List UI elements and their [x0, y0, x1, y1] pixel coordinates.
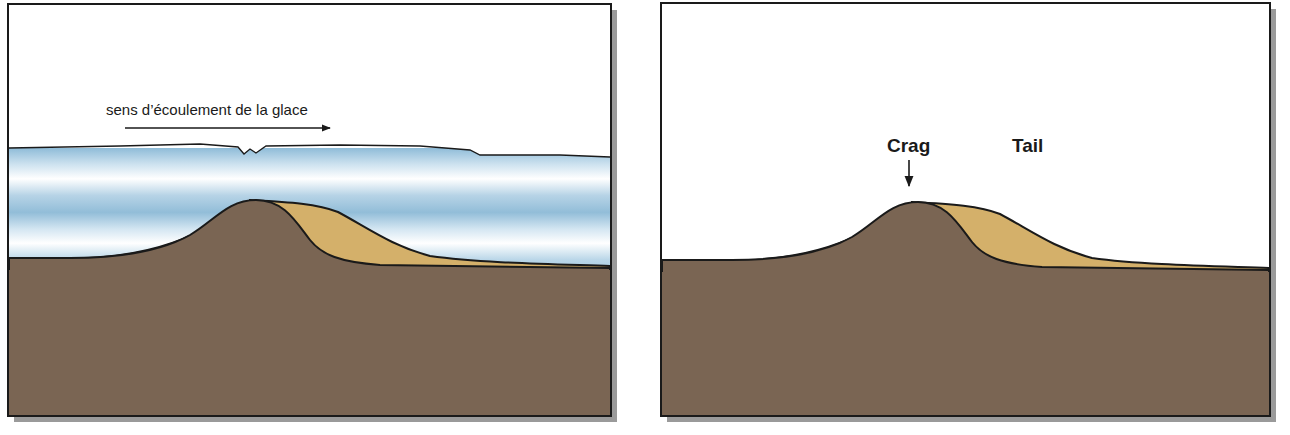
bedrock-and-till — [9, 200, 610, 415]
panel-frame — [8, 4, 611, 416]
tail-label: Tail — [1012, 135, 1043, 157]
panel-frame — [661, 3, 1270, 416]
crag-pointer — [908, 160, 910, 186]
flow-direction-label: sens d’écoulement de la glace — [106, 101, 308, 118]
bedrock-and-till — [662, 202, 1269, 415]
crag-label: Crag — [887, 135, 930, 157]
flow-arrow — [125, 127, 330, 128]
